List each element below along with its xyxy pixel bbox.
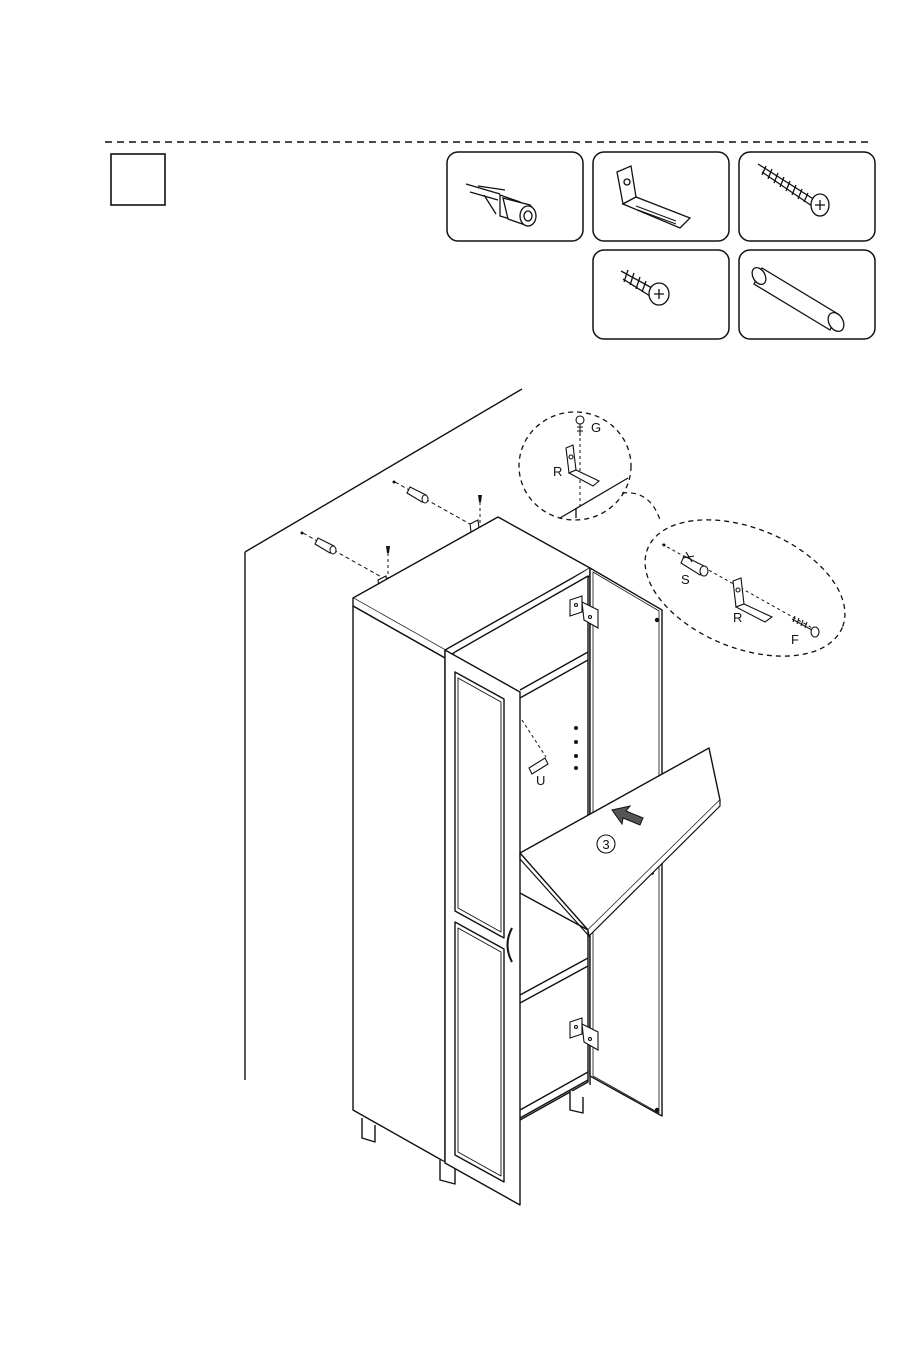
label-f: F bbox=[791, 632, 799, 647]
cabinet-left-side bbox=[353, 606, 445, 1162]
label-g: G bbox=[591, 420, 601, 435]
label-r-top: R bbox=[553, 464, 562, 479]
hardware-box-bracket bbox=[593, 152, 729, 241]
label-s: S bbox=[681, 572, 690, 587]
hardware-box-short-screw bbox=[593, 250, 729, 339]
hardware-box-anchor bbox=[447, 152, 583, 241]
front-door bbox=[445, 650, 520, 1205]
detail-callout-bracket-screw: G R bbox=[519, 412, 631, 520]
label-r-right: R bbox=[733, 610, 742, 625]
step-box bbox=[111, 154, 165, 205]
cabinet-leg-back-right bbox=[570, 1090, 583, 1113]
callout-connector bbox=[622, 493, 660, 520]
hardware-box-long-screw bbox=[739, 152, 875, 241]
shelf-number-label: 3 bbox=[602, 837, 609, 852]
hardware-box-dowel bbox=[739, 250, 875, 339]
label-u: U bbox=[536, 773, 545, 788]
